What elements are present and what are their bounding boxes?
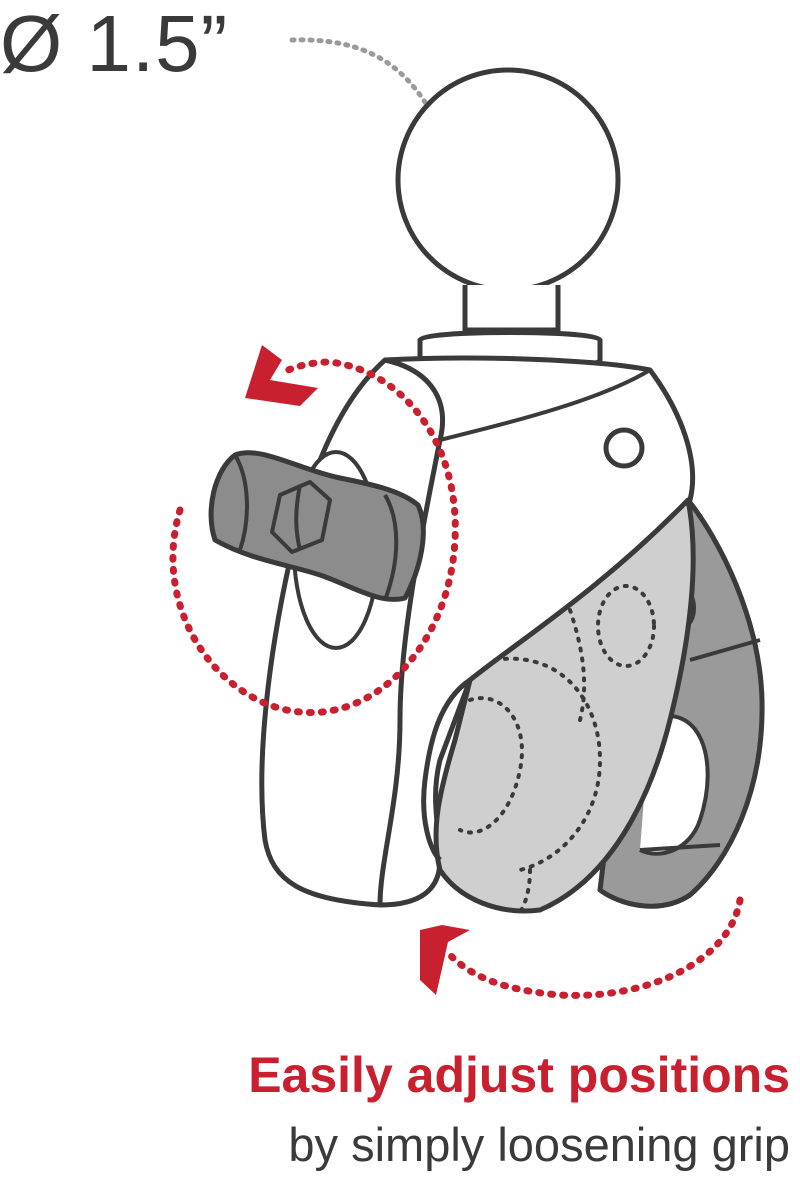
diameter-label: Ø 1.5” — [0, 0, 229, 88]
caption-subtitle: by simply loosening grip — [288, 1118, 790, 1171]
rotate-arrow-icon — [169, 345, 459, 717]
grip-pad — [421, 497, 696, 914]
tension-knob — [208, 450, 426, 602]
ball-mount — [395, 67, 621, 372]
caption-title: Easily adjust positions — [248, 1047, 790, 1103]
tighten-arrow-icon — [420, 896, 744, 999]
